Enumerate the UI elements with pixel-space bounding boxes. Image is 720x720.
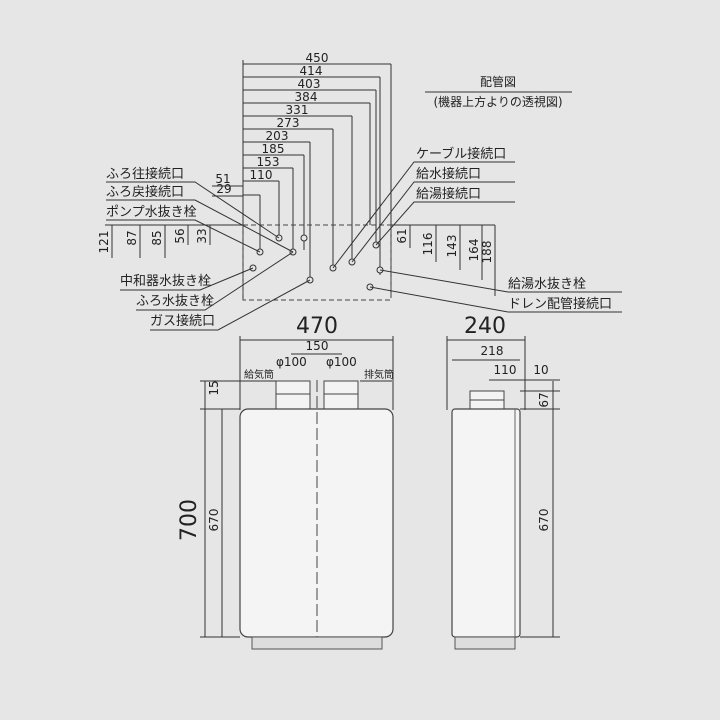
side-top-height: 67: [537, 392, 551, 407]
callout-label: 中和器水抜き栓: [120, 273, 211, 289]
callout-leaders-left: [106, 181, 311, 331]
side-flue: [469, 390, 505, 411]
piping-dimension-lines: [242, 60, 392, 300]
dim-label: 185: [262, 142, 285, 156]
exhaust-label: 排気筒: [364, 368, 394, 381]
side-height-dims: [520, 381, 560, 638]
right-callouts: ケーブル接続口 給水接続口 給湯接続口 給湯水抜き栓 ドレン配管接続口: [416, 146, 612, 312]
dim-label: 56: [173, 228, 187, 243]
left-callouts: ふろ往接続口 ふろ戻接続口 ポンプ水抜き栓 中和器水抜き栓 ふろ水抜き栓 ガス接…: [106, 166, 215, 329]
side-body-depth: 218: [481, 344, 504, 358]
dim-label: 414: [300, 64, 323, 78]
front-top-offset: 15: [207, 380, 221, 395]
dim-label: 164: [467, 239, 481, 262]
dim-label: 450: [306, 51, 329, 65]
dim-label: 331: [286, 103, 309, 117]
dim-label: 85: [150, 230, 164, 245]
front-dia-right: φ100: [326, 355, 357, 369]
piping-right-dims: [391, 224, 496, 296]
dim-label: 153: [257, 155, 280, 169]
dim-label: 61: [395, 228, 409, 243]
piping-title: 配管図: [480, 74, 516, 89]
dim-label: 143: [445, 235, 459, 258]
side-back-gap: 10: [533, 363, 548, 377]
callout-label: 給湯水抜き栓: [508, 276, 586, 292]
side-unit-body: [451, 408, 521, 638]
front-body-height: 670: [207, 509, 221, 532]
side-body-height: 670: [537, 509, 551, 532]
front-height-dims: [200, 380, 276, 638]
intake-label: 給気筒: [244, 368, 274, 381]
callout-label: ポンプ水抜き栓: [106, 204, 197, 220]
side-depth-label: 240: [464, 314, 506, 339]
callout-label: ふろ水抜き栓: [136, 293, 214, 309]
piping-subtitle: (機器上方よりの透視図): [433, 94, 562, 109]
front-unit-body: [239, 408, 394, 638]
side-bottom-fittings: [454, 636, 516, 650]
bottom-fittings: [251, 636, 383, 650]
callout-label: 給水接続口: [416, 166, 481, 182]
front-total-height: 700: [177, 499, 202, 541]
front-width-label: 470: [296, 314, 338, 339]
dim-label: 203: [266, 129, 289, 143]
side-flue-offset: 110: [494, 363, 517, 377]
callout-label: 給湯接続口: [416, 186, 481, 202]
front-dia-left: φ100: [276, 355, 307, 369]
piping-left-dims: [105, 224, 243, 258]
callout-label: ドレン配管接続口: [508, 296, 612, 312]
dim-label: 403: [298, 77, 321, 91]
pipe-connection-points: [249, 234, 384, 291]
front-flues: [275, 380, 359, 410]
front-pipe-spacing: 150: [306, 339, 329, 353]
dim-label: 188: [480, 241, 494, 264]
dim-label: 87: [125, 230, 139, 245]
callout-label: ふろ往接続口: [106, 166, 184, 182]
dim-label: 51: [215, 172, 230, 186]
piping-width-values: 450 414 403 384 331 273 203 185 153 110 …: [215, 51, 328, 196]
dim-label: 121: [97, 231, 111, 254]
dim-label: 110: [250, 168, 273, 182]
dim-label: 116: [421, 233, 435, 256]
dim-label: 29: [216, 182, 231, 196]
dim-label: 273: [277, 116, 300, 130]
dim-label: 33: [195, 228, 209, 243]
callout-label: ふろ戻接続口: [106, 184, 184, 200]
callout-label: ガス接続口: [150, 313, 215, 329]
dim-label: 384: [295, 90, 318, 104]
unit-top-outline: [242, 224, 392, 301]
callout-leaders-right: [332, 161, 622, 313]
callout-label: ケーブル接続口: [416, 146, 506, 162]
